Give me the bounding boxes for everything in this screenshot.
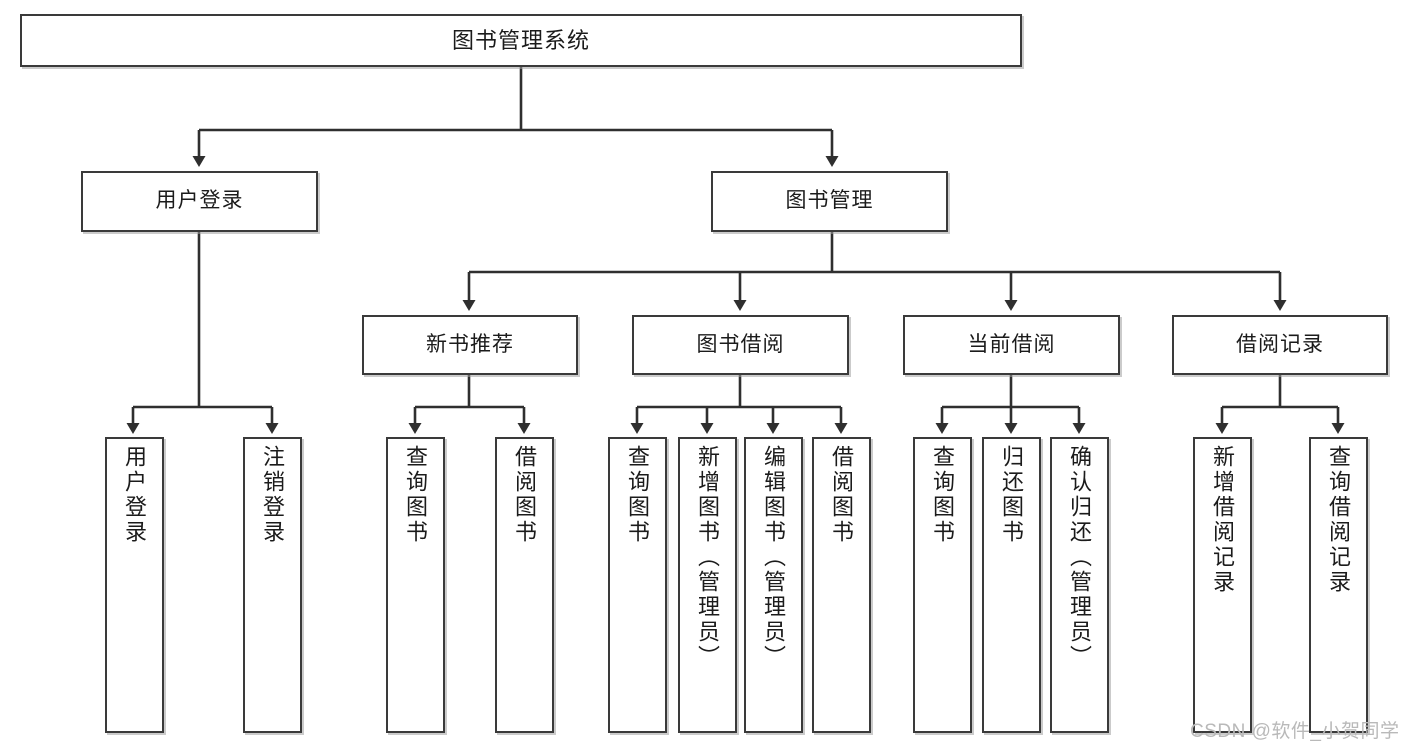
node-leaf-edit-book-admin[interactable]: 编辑图书（管理员） [744, 437, 803, 733]
node-current-borrow[interactable]: 当前借阅 [903, 315, 1120, 375]
node-book-borrow[interactable]: 图书借阅 [632, 315, 849, 375]
node-label: 注销登录 [260, 445, 286, 545]
node-leaf-user-login[interactable]: 用户登录 [105, 437, 164, 733]
node-label: 图书管理 [785, 189, 874, 213]
node-label: 借阅图书 [512, 445, 538, 545]
node-label: 新增图书（管理员） [695, 445, 721, 670]
node-leaf-query-book-2[interactable]: 查询图书 [608, 437, 667, 733]
node-label: 当前借阅 [967, 332, 1056, 356]
node-leaf-return-book[interactable]: 归还图书 [982, 437, 1041, 733]
node-new-book-recommend[interactable]: 新书推荐 [362, 315, 578, 375]
node-borrow-record[interactable]: 借阅记录 [1172, 315, 1388, 375]
node-leaf-borrow-book-2[interactable]: 借阅图书 [812, 437, 871, 733]
node-label: 用户登录 [122, 445, 148, 545]
node-root-system[interactable]: 图书管理系统 [20, 14, 1022, 67]
node-label: 图书管理系统 [451, 27, 590, 53]
node-label: 新书推荐 [426, 332, 514, 356]
node-label: 借阅图书 [829, 445, 855, 545]
node-label: 查询图书 [625, 445, 651, 545]
node-label: 新增借阅记录 [1210, 445, 1236, 595]
watermark-text: CSDN @软件_小贺同学 [1190, 721, 1400, 742]
node-leaf-logout-login[interactable]: 注销登录 [243, 437, 302, 733]
node-label: 用户登录 [155, 189, 244, 213]
node-label: 查询图书 [930, 445, 956, 545]
node-leaf-query-borrow-record[interactable]: 查询借阅记录 [1309, 437, 1368, 733]
node-leaf-borrow-book-1[interactable]: 借阅图书 [495, 437, 554, 733]
node-leaf-query-book-1[interactable]: 查询图书 [386, 437, 445, 733]
node-label: 编辑图书（管理员） [761, 445, 787, 670]
node-label: 图书借阅 [696, 332, 785, 356]
node-user-login[interactable]: 用户登录 [81, 171, 318, 232]
node-label: 查询借阅记录 [1326, 445, 1352, 595]
node-label: 查询图书 [403, 445, 429, 545]
node-leaf-query-book-3[interactable]: 查询图书 [913, 437, 972, 733]
node-book-manage[interactable]: 图书管理 [711, 171, 948, 232]
node-leaf-confirm-return-admin[interactable]: 确认归还（管理员） [1050, 437, 1109, 733]
node-label: 借阅记录 [1236, 332, 1324, 356]
node-leaf-add-borrow-record[interactable]: 新增借阅记录 [1193, 437, 1252, 733]
node-leaf-add-book-admin[interactable]: 新增图书（管理员） [678, 437, 737, 733]
node-label: 确认归还（管理员） [1067, 445, 1093, 670]
node-label: 归还图书 [999, 445, 1025, 545]
